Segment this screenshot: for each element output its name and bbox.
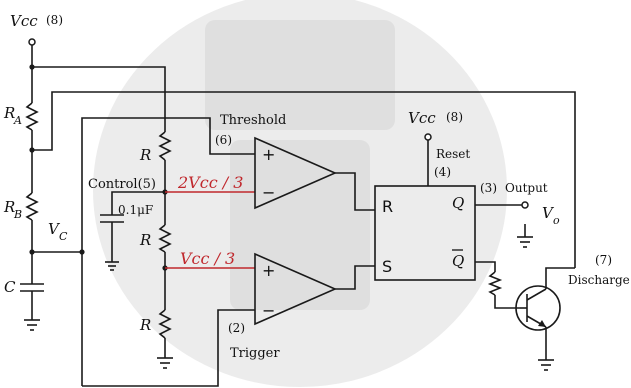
output-pin-label: (3) [480,181,497,195]
output-label: Output [505,181,548,195]
comparator-bot-plus: + [262,261,275,280]
trigger-pin-label: (2) [228,321,245,335]
threshold-label: Threshold [220,113,286,128]
vc-sub-label: C [59,230,68,243]
vcc-reset-label: Vcc [408,109,436,127]
vo-sub-label: o [553,214,560,227]
labels: Vcc (8) R A R B V C C Threshold (6) Cont… [3,12,630,361]
wires-divider [100,131,255,369]
comparator-threshold [254,136,375,211]
ra-label: R [3,104,15,122]
cap-value-label: 0.1μF [118,203,153,217]
trigger-label: Trigger [230,346,280,361]
ff-q-label: Q [452,194,464,212]
rb-sub-label: B [13,208,22,221]
ff-r-label: R [382,197,393,216]
discharge-pin-label: (7) [595,253,612,267]
discharge-label: Discharge [568,273,630,287]
comparator-trigger [82,252,375,387]
vo-label: V [542,204,555,222]
c-label: C [4,278,16,296]
comparator-top-minus: − [262,183,275,202]
comparator-top-plus: + [262,145,275,164]
vcc-pin-label: (8) [46,13,63,27]
divider-r1-label: R [139,146,151,164]
rb-label: R [3,198,15,216]
comparator-bot-minus: − [262,301,275,320]
ff-qbar-label: Q [452,252,464,270]
ref-high-label: 2Vcc / 3 [177,173,243,192]
vc-label: V [48,220,61,238]
vcc-reset-pin-label: (8) [446,110,463,124]
threshold-pin-label: (6) [215,133,232,147]
sr-flip-flop [374,133,533,309]
divider-r3-label: R [139,316,151,334]
university-seal-watermark-icon [93,0,507,387]
ff-s-label: S [382,257,392,276]
control-label: Control(5) [88,177,156,192]
ra-sub-label: A [13,114,22,127]
divider-r2-label: R [139,231,151,249]
reset-label: Reset [436,147,470,161]
wires-left-network [20,38,576,386]
vcc-label: Vcc [10,12,38,30]
reset-pin-label: (4) [434,165,451,179]
discharge-transistor [515,267,575,371]
ref-low-label: Vcc / 3 [180,249,235,268]
